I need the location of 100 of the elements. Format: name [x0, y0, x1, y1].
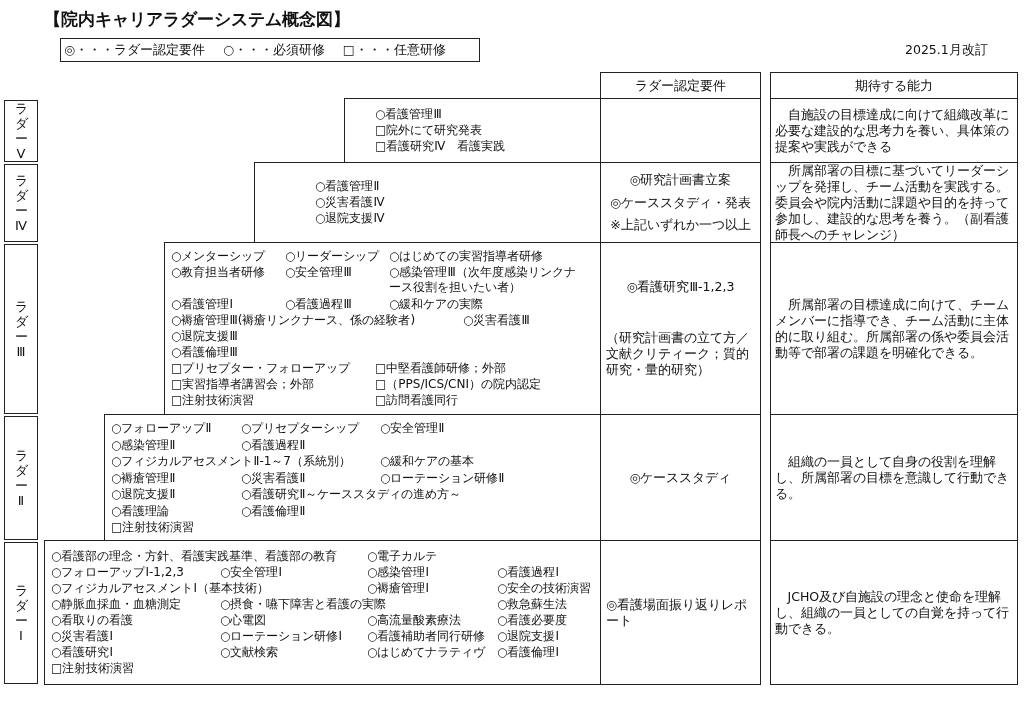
course-item: ○安全の技術演習	[497, 581, 592, 596]
course-item: ○看護理論	[111, 503, 170, 519]
course-item: □（PPS/ICS/CNI）の院内認定	[375, 377, 541, 392]
course-item: □注射技術演習	[171, 393, 255, 408]
requirement-text: （研究計画書の立て方／文献クリティーク；質的研究・量的研究）	[606, 329, 750, 378]
course-item: ○褥瘡管理Ⅲ(褥瘡リンクナース、係の経験者)	[171, 313, 416, 328]
course-item: ○退院支援Ⅱ	[111, 487, 176, 502]
course-item: ○緩和ケアの実際	[389, 297, 484, 312]
course-item: ○ローテーション研修Ⅰ	[220, 629, 342, 644]
course-item: ○摂食・嚥下障害と看護の実際	[220, 597, 387, 612]
course-item: □中堅看護師研修；外部	[375, 361, 507, 376]
course-item: ○看護研究Ⅱ～ケーススタディの進め方～	[241, 487, 462, 502]
column-header	[600, 72, 761, 99]
ladder-label-text: ラダーⅣ	[13, 173, 29, 233]
course-item: ○高流量酸素療法	[367, 613, 462, 628]
ability-text: 組織の一員として自身の役割を理解し、所属部署の目標を意識して行動できる。	[775, 453, 1010, 502]
header-text: ラダー認定要件	[635, 77, 726, 94]
requirement-text: ◎ケーススタディ	[629, 469, 732, 486]
requirement-cell	[600, 540, 761, 685]
course-item: ○プリセプターシップ	[241, 421, 360, 436]
course-item: ○教育担当者研修	[171, 265, 266, 280]
course-item: ○看護補助者同行研修	[367, 629, 486, 644]
ability-text: 所属部署の目標に基づいてリーダーシップを発揮し、チーム活動を実践する。委員会や院内活動に課題や目的を持って参加し、建設的な思考を養う。（副看護師長へのチャレンジ）	[775, 162, 1010, 243]
ability-cell	[770, 414, 1018, 541]
ladder-label	[4, 244, 38, 414]
course-item: ○感染管理Ⅲ（次年度感染リンクナース役割を担いたい者）	[389, 265, 577, 295]
requirement-text: ◎研究計画書立案	[629, 171, 732, 188]
course-item: ○救急蘇生法	[497, 597, 568, 612]
course-item: ○看護過程Ⅲ	[285, 297, 352, 312]
ladder-label	[4, 164, 38, 242]
course-item: □注射技術演習	[111, 520, 195, 535]
course-item: ○看護過程Ⅰ	[497, 565, 559, 580]
course-item: ○看護部の理念・方針、看護実践基準、看護部の教育	[51, 549, 338, 564]
course-item: ○リーダーシップ	[285, 249, 380, 264]
course-item: □注射技術演習	[51, 661, 135, 676]
course-item: ○フィジカルアセスメントⅡ-1～7（系統別）	[111, 454, 351, 469]
title: 【院内キャリアラダーシステム概念図】	[44, 8, 350, 31]
ability-cell	[770, 98, 1018, 163]
requirement-text: ◎ケーススタディ・発表	[610, 194, 751, 211]
course-item: ○看護倫理Ⅲ	[171, 345, 238, 360]
course-item: ○褥瘡管理Ⅰ	[367, 581, 429, 596]
course-item: ○フィジカルアセスメントⅠ（基本技術）	[51, 581, 269, 596]
course-item: ○退院支援Ⅳ	[315, 211, 385, 226]
course-item: ○はじめてナラティヴ	[367, 645, 486, 660]
training-box	[44, 540, 601, 685]
course-item: ○安全管理Ⅰ	[220, 565, 282, 580]
course-item: ○看護研究Ⅰ	[51, 645, 113, 660]
ability-cell	[770, 242, 1018, 415]
course-item: ○安全管理Ⅱ	[380, 421, 445, 436]
ability-text: 自施設の目標達成に向けて組織改革に必要な建設的な思考力を養い、具体策の提案や実践ができる	[775, 106, 1010, 155]
course-item: ○退院支援Ⅰ	[497, 629, 559, 644]
course-item: ○看護管理Ⅱ	[315, 179, 380, 194]
legend-item: ◎・・・ラダー認定要件	[64, 41, 205, 59]
ladder-label	[4, 100, 38, 162]
course-item: ○看護必要度	[497, 613, 568, 628]
course-item: ○フォローアップⅠ-1,2,3	[51, 565, 184, 580]
ladder-label-text: ラダーⅤ	[13, 101, 29, 161]
requirement-text: ※上記いずれか一つ以上	[610, 217, 751, 234]
legend-box	[60, 38, 480, 62]
course-item: ○看護過程Ⅱ	[241, 437, 306, 453]
course-item: □院外にて研究発表	[375, 123, 483, 138]
course-item: ○褥瘡管理Ⅱ	[111, 470, 176, 486]
course-item: ○看護管理Ⅰ	[171, 297, 233, 312]
course-item: ○安全管理Ⅲ	[285, 265, 352, 280]
ladder-label-text: ラダーⅢ	[13, 299, 29, 359]
course-item: ○災害看護Ⅱ	[241, 470, 306, 486]
course-item: ○はじめての実習指導者研修	[389, 249, 544, 264]
course-item: ○災害看護Ⅳ	[315, 195, 385, 210]
column-header	[770, 72, 1018, 99]
course-item: ○災害看護Ⅲ	[463, 313, 530, 328]
ladder-label	[4, 416, 38, 540]
requirement-text: ◎看護研究Ⅲ-1,2,3	[626, 279, 735, 296]
course-item: ○フォローアップⅡ	[111, 421, 212, 436]
course-item: ○静脈血採血・血糖測定	[51, 597, 182, 612]
course-item: ○電子カルテ	[367, 549, 438, 564]
course-item: ○心電図	[220, 613, 267, 628]
course-item: ○看護管理Ⅲ	[375, 107, 442, 122]
course-item: □実習指導者講習会；外部	[171, 377, 315, 392]
course-item: ○感染管理Ⅱ	[111, 437, 176, 453]
ladder-label	[4, 542, 38, 684]
ability-cell	[770, 540, 1018, 685]
course-item: ○感染管理Ⅰ	[367, 565, 429, 580]
requirement-text: ◎看護場面振り返りレポート	[606, 596, 748, 629]
header-text: 期待する能力	[855, 77, 933, 94]
course-item: □訪問看護同行	[375, 393, 459, 408]
course-item: ○災害看護Ⅰ	[51, 629, 113, 644]
course-item: ○緩和ケアの基本	[380, 454, 475, 469]
course-item: □看護研究Ⅳ 看護実践	[375, 139, 506, 154]
course-item: ○看護倫理Ⅰ	[497, 645, 559, 660]
legend-item: □・・・任意研修	[342, 41, 446, 59]
legend-item: ○・・・必須研修	[222, 41, 325, 59]
course-item: ○退院支援Ⅲ	[171, 329, 238, 344]
course-item: ○看取りの看護	[51, 613, 134, 628]
ladder-label-text: ラダーⅡ	[13, 448, 29, 508]
course-item: ○文献検索	[220, 645, 279, 660]
course-item: □プリセプター・フォローアップ	[171, 361, 351, 376]
ability-text: 所属部署の目標達成に向けて、チームメンバーに指導でき、チーム活動に主体的に取り組む。所属部署の係や委員会活動等で部署の課題を明確化できる。	[775, 296, 1010, 361]
training-box	[344, 98, 601, 163]
course-item: ○看護倫理Ⅱ	[241, 503, 306, 519]
ladder-label-text: ラダーⅠ	[13, 583, 29, 643]
